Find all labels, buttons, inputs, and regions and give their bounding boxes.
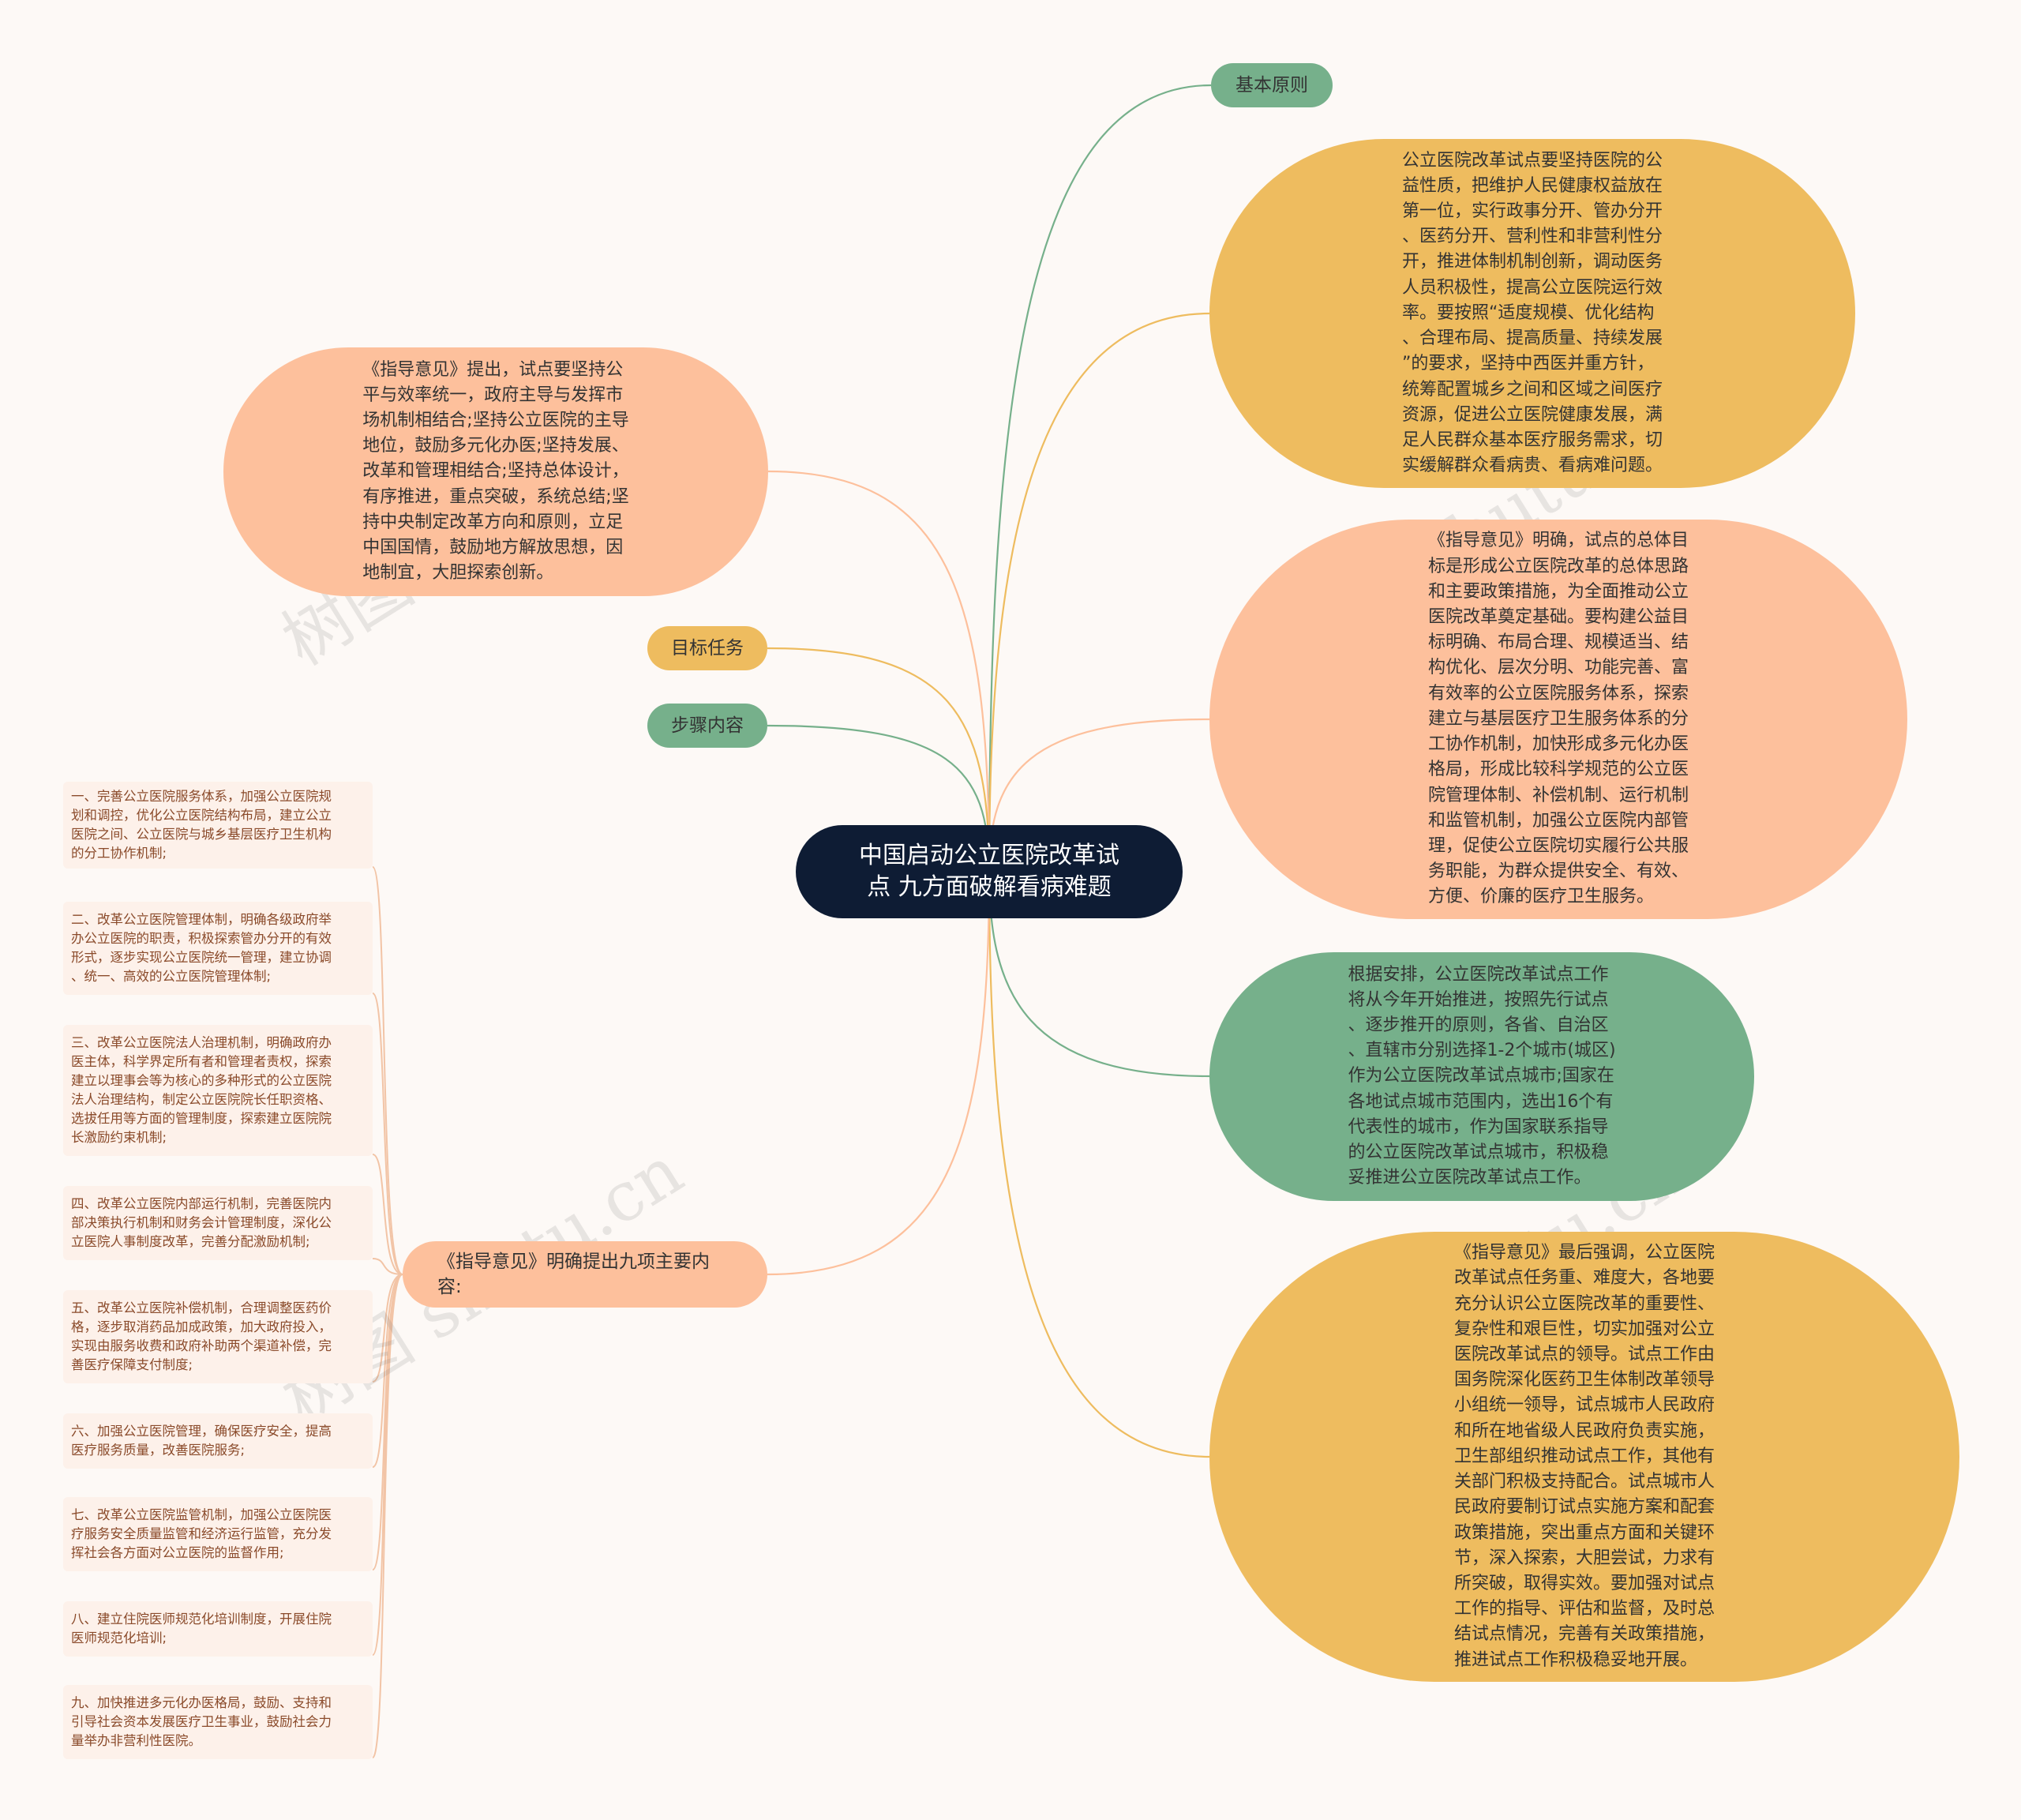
fairness-node[interactable]: 《指导意见》提出，试点要坚持公 平与效率统一，政府主导与发挥市 场机制相结合;坚… [223,347,768,596]
node-text: 公立医院改革试点要坚持医院的公 益性质，把维护人民健康权益放在 第一位，实行政事… [1401,150,1663,476]
root-title: 中国启动公立医院改革试 点 九方面破解看病难题 [859,842,1119,901]
task-connector-lines [372,866,403,1758]
task-text: 四、改革公立医院内部运行机制，完善医院内 部决策执行机制和财务会计管理制度，深化… [71,1196,332,1249]
node-text: 《指导意见》提出，试点要坚持公 平与效率统一，政府主导与发挥市 场机制相结合;坚… [362,359,629,584]
branch-label: 目标任务 [671,638,744,659]
task-item-7[interactable]: 七、改革公立医院监管机制，加强公立医院医 疗服务安全质量监管和经济运行监管，充分… [63,1497,373,1571]
branch-label: 基本原则 [1235,75,1308,96]
task-item-3[interactable]: 三、改革公立医院法人治理机制，明确政府办 医主体，科学界定所有者和管理者责权，探… [63,1025,373,1156]
edge-root-principle [988,312,1210,872]
task-edge [372,1258,403,1275]
task-text: 八、建立住院医师规范化培训制度，开展住院 医师规范化培训; [71,1612,332,1646]
arrangement-node[interactable]: 根据安排，公立医院改革试点工作 将从今年开始推进，按照先行试点 、逐步推开的原则… [1209,952,1754,1201]
edge-root-target [767,647,991,872]
task-text: 七、改革公立医院监管机制，加强公立医院医 疗服务安全质量监管和经济运行监管，充分… [71,1507,332,1560]
task-text: 三、改革公立医院法人治理机制，明确政府办 医主体，科学界定所有者和管理者责权，探… [71,1035,332,1145]
task-edge [372,993,403,1275]
task-text: 二、改革公立医院管理体制，明确各级政府举 办公立医院的职责，积极探索管办分开的有… [71,912,332,984]
edge-root-basic [988,84,1212,872]
goal-detail-node[interactable]: 《指导意见》明确，试点的总体目 标是形成公立医院改革的总体思路 和主要政策措施，… [1209,520,1907,919]
task-edge [372,1274,403,1656]
edge-root-final [988,871,1210,1458]
branch-label: 《指导意见》明确提出九项主要内 容: [437,1251,710,1297]
task-item-4[interactable]: 四、改革公立医院内部运行机制，完善医院内 部决策执行机制和财务会计管理制度，深化… [63,1186,373,1260]
task-edge [372,866,403,1275]
branch-label: 步骤内容 [671,715,744,736]
task-edge [372,1274,403,1570]
node-text: 《指导意见》最后强调，公立医院 改革试点任务重、难度大，各地要 充分认识公立医院… [1453,1243,1715,1670]
edge-root-nine [767,871,991,1276]
branch-nine-items[interactable]: 《指导意见》明确提出九项主要内 容: [403,1241,767,1308]
connector-lines [372,84,1212,1758]
task-edge [372,1274,403,1468]
edge-root-arrange [988,871,1210,1078]
task-edge [372,1154,403,1275]
root-topic[interactable]: 中国启动公立医院改革试 点 九方面破解看病难题 [796,825,1183,918]
task-text: 九、加快推进多元化办医格局，鼓励、支持和 引导社会资本发展医疗卫生事业，鼓励社会… [71,1695,332,1748]
task-item-6[interactable]: 六、加强公立医院管理，确保医疗安全，提高 医疗服务质量，改善医院服务; [63,1413,373,1469]
final-emphasis-node[interactable]: 《指导意见》最后强调，公立医院 改革试点任务重、难度大，各地要 充分认识公立医院… [1209,1232,1959,1682]
task-item-1[interactable]: 一、完善公立医院服务体系，加强公立医院规 划和调控，优化公立医院结构布局，建立公… [63,782,373,869]
branch-steps[interactable]: 步骤内容 [647,704,767,748]
task-edge [372,1274,403,1758]
edge-root-fairness [767,470,991,872]
task-text: 六、加强公立医院管理，确保医疗安全，提高 医疗服务质量，改善医院服务; [71,1424,332,1458]
task-item-2[interactable]: 二、改革公立医院管理体制，明确各级政府举 办公立医院的职责，积极探索管办分开的有… [63,902,373,995]
task-text: 五、改革公立医院补偿机制，合理调整医药价 格，逐步取消药品加成政策，加大政府投入… [71,1300,332,1372]
branch-basic-principle[interactable]: 基本原则 [1211,63,1333,107]
task-item-8[interactable]: 八、建立住院医师规范化培训制度，开展住院 医师规范化培训; [63,1601,373,1657]
task-item-5[interactable]: 五、改革公立医院补偿机制，合理调整医药价 格，逐步取消药品加成政策，加大政府投入… [63,1290,373,1383]
node-text: 《指导意见》明确，试点的总体目 标是形成公立医院改革的总体思路 和主要政策措施，… [1427,531,1689,907]
task-edge [372,1274,403,1383]
task-text: 一、完善公立医院服务体系，加强公立医院规 划和调控，优化公立医院结构布局，建立公… [71,789,332,861]
node-text: 根据安排，公立医院改革试点工作 将从今年开始推进，按照先行试点 、逐步推开的原则… [1348,964,1616,1188]
task-item-9[interactable]: 九、加快推进多元化办医格局，鼓励、支持和 引导社会资本发展医疗卫生事业，鼓励社会… [63,1685,373,1759]
branch-target-task[interactable]: 目标任务 [647,626,767,670]
principle-detail-node[interactable]: 公立医院改革试点要坚持医院的公 益性质，把维护人民健康权益放在 第一位，实行政事… [1209,139,1855,488]
